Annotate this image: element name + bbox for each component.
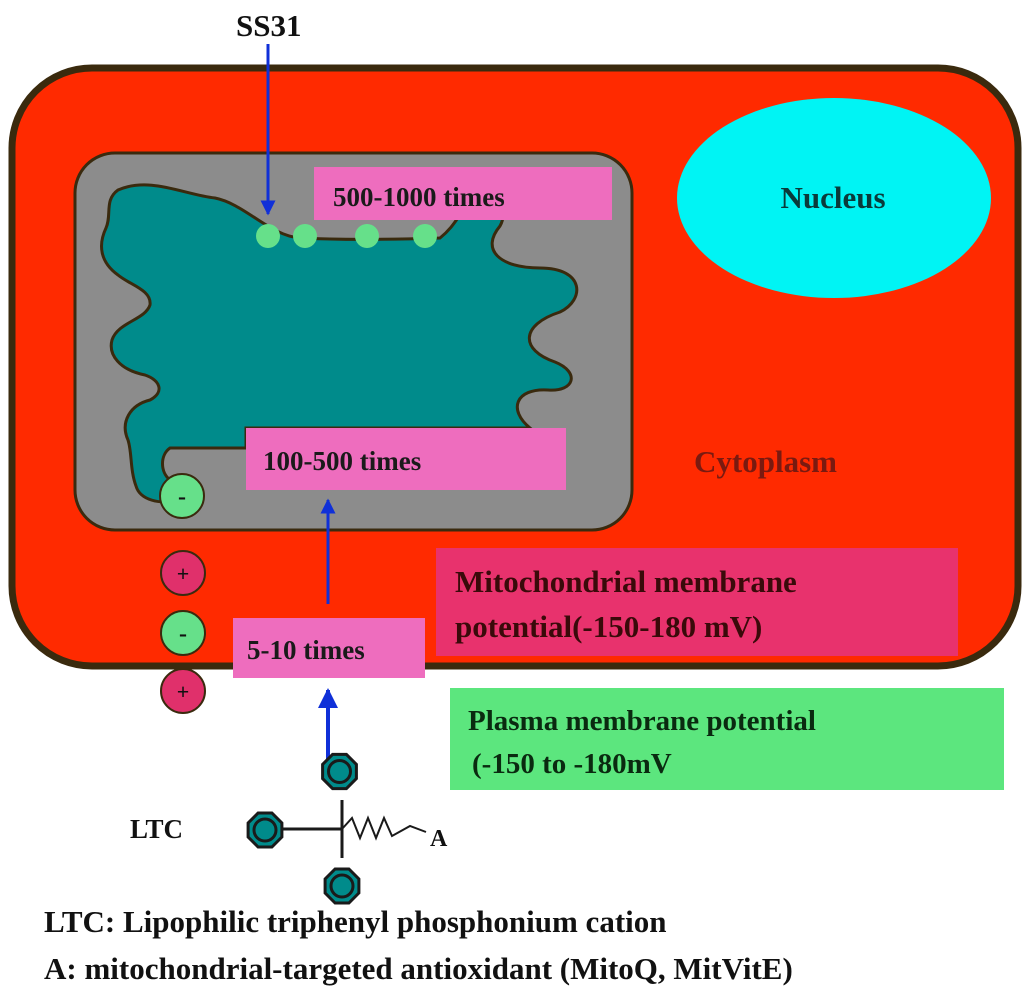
ltc-label: LTC <box>130 814 183 844</box>
mitochondrial-matrix <box>100 183 579 504</box>
antioxidant-label: A <box>430 826 448 852</box>
negative-charge-symbol: - <box>178 484 186 510</box>
plasma-potential-box <box>450 688 1004 790</box>
cytoplasm-label: Cytoplasm <box>694 444 837 479</box>
legend-antioxidant: A: mitochondrial-targeted antioxidant (M… <box>44 951 793 986</box>
ss31-dot <box>293 224 317 248</box>
ss31-label: SS31 <box>236 8 301 43</box>
mito-potential-box <box>436 548 958 656</box>
mito-potential-line1: Mitochondrial membrane <box>455 564 797 599</box>
ratio-label-mito: 100-500 times <box>263 446 421 476</box>
ratio-label-box-plasma <box>233 618 425 678</box>
plasma-potential-line2: (-150 to -180mV <box>472 748 672 780</box>
nucleus <box>677 98 991 298</box>
ratio-label-matrix: 500-1000 times <box>333 182 505 212</box>
ss31-dot <box>256 224 280 248</box>
ratio-label-box-matrix <box>314 167 612 220</box>
phenyl-ring <box>321 752 358 791</box>
nucleus-label: Nucleus <box>780 180 885 215</box>
plasma-potential-line1: Plasma membrane potential <box>468 705 816 737</box>
negative-charge <box>160 610 206 656</box>
linker-chain <box>341 815 427 841</box>
positive-charge <box>160 550 206 596</box>
ss31-dot <box>355 224 379 248</box>
ss31-dot <box>413 224 437 248</box>
positive-charge <box>160 668 206 714</box>
phenyl-ring <box>323 867 361 905</box>
positive-charge-symbol: + <box>177 679 190 704</box>
negative-charge <box>159 473 205 519</box>
ratio-label-box-mito <box>246 428 566 490</box>
legend-ltc: LTC: Lipophilic triphenyl phosphonium ca… <box>44 904 667 939</box>
positive-charge-symbol: + <box>177 561 190 586</box>
mito-potential-line2: potential(-150-180 mV) <box>455 609 762 644</box>
ratio-label-plasma: 5-10 times <box>247 635 365 665</box>
negative-charge-symbol: - <box>179 621 187 647</box>
phenyl-ring <box>246 811 284 849</box>
